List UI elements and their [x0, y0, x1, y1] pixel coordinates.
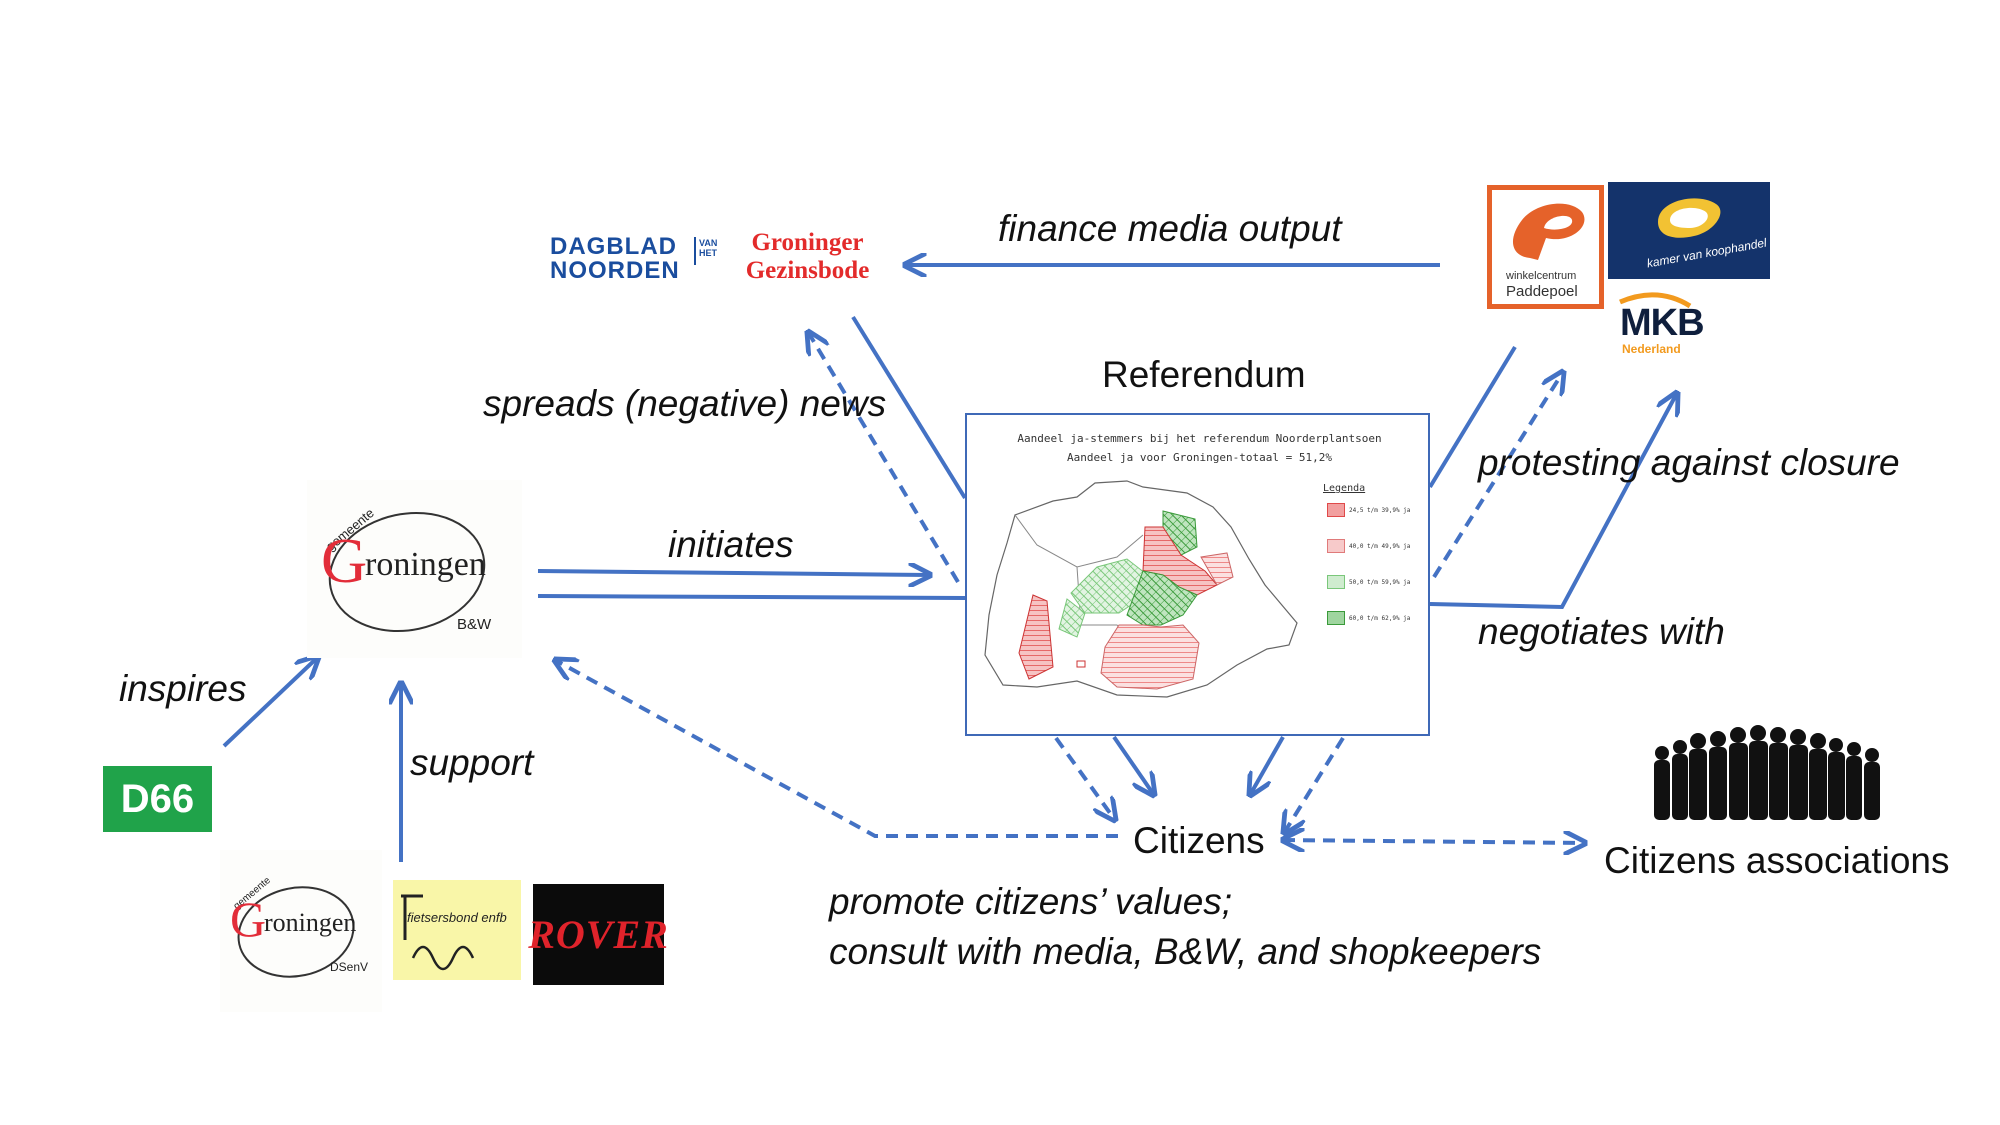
- arrow-referendum-citizens-left: [1112, 735, 1154, 795]
- map-legend-title: Legenda: [1323, 483, 1366, 494]
- fietsersbond-logo: fietsersbond enfb: [393, 880, 521, 980]
- fietsersbond-text: fietsersbond enfb: [407, 910, 507, 925]
- paddepoel-p-icon: [1512, 203, 1585, 260]
- map-legend-swatch: [1327, 611, 1345, 625]
- label-inspires: inspires: [119, 668, 247, 709]
- rover-logo: ROVER: [528, 884, 668, 985]
- mkb-sub-text: Nederland: [1622, 342, 1681, 356]
- map-legend-label: 40,0 t/m 49,9% ja: [1349, 542, 1411, 550]
- person-7: [1769, 727, 1788, 820]
- map-legend-label: 50,0 t/m 59,9% ja: [1349, 578, 1411, 586]
- groningen-dsenv-swoosh: [237, 886, 355, 978]
- person-1: [1654, 746, 1670, 820]
- arrow-citizens-groningen: [555, 660, 1118, 838]
- people-silhouette-icon: [1654, 725, 1880, 820]
- referendum-district-map: [984, 480, 1298, 698]
- label-finance-media-output: finance media output: [998, 208, 1342, 249]
- gezinsbode-line1: Groninger: [751, 229, 864, 256]
- person-4: [1709, 731, 1727, 820]
- dagblad-van-het-noorden-logo: DAGBLAD NOORDEN VAN HET: [550, 235, 725, 285]
- dagblad-line1: DAGBLAD: [550, 233, 677, 260]
- map-legend-item: 40,0 t/m 49,9% ja: [1327, 539, 1427, 553]
- label-citizens-associations: Citizens associations: [1604, 840, 1950, 881]
- kvk-emblem-icon: [1658, 198, 1721, 238]
- label-referendum: Referendum: [1102, 354, 1306, 395]
- mkb-arc-icon: [1619, 292, 1692, 309]
- label-protesting: protesting against closure: [1478, 442, 1900, 483]
- label-citizens: Citizens: [1133, 820, 1265, 861]
- arrow-inspires: [222, 657, 318, 748]
- arrow-initiates: [537, 571, 930, 575]
- referendum-map: Aandeel ja-stemmers bij het referendum N…: [965, 413, 1430, 736]
- arrow-protesting: [1432, 372, 1563, 579]
- arrow-spreads-news: [808, 332, 960, 584]
- dagblad-het: HET: [699, 248, 717, 258]
- label-promote-line1: promote citizens’ values;: [829, 881, 1233, 922]
- paddepoel-line1: winkelcentrum: [1506, 270, 1577, 282]
- label-support: support: [410, 742, 534, 783]
- line-referendum-paddepoel: [1428, 345, 1517, 489]
- map-legend-swatch: [1327, 503, 1345, 517]
- line-media-referendum: [851, 315, 967, 500]
- map-legend-swatch: [1327, 575, 1345, 589]
- arrow-negotiates: [1429, 393, 1677, 610]
- gezinsbode-line2: Gezinsbode: [745, 257, 870, 284]
- person-3: [1689, 733, 1707, 820]
- map-title-line1: Aandeel ja-stemmers bij het referendum N…: [1017, 432, 1382, 445]
- arrow-referendum-citizens-dashed: [1054, 736, 1115, 820]
- person-10: [1828, 738, 1845, 820]
- groningen-swoosh: [328, 511, 486, 633]
- d66-logo: D66: [103, 766, 212, 832]
- person-8: [1789, 729, 1808, 820]
- groninger-gezinsbode-logo: Groninger Gezinsbode: [730, 229, 885, 285]
- dagblad-divider: [694, 237, 696, 265]
- map-title-line2: Aandeel ja voor Groningen-totaal = 51,2%: [1067, 451, 1332, 464]
- label-spreads-news: spreads (negative) news: [483, 383, 887, 424]
- gemeente-groningen-dsenv-logo: gemeente G roningen DSenV: [220, 850, 382, 1012]
- bw-text: B&W: [457, 616, 492, 633]
- map-legend: 24,5 t/m 39,9% ja 40,0 t/m 49,9% ja 50,0 t…: [1327, 503, 1427, 647]
- map-legend-item: 24,5 t/m 39,9% ja: [1327, 503, 1427, 517]
- map-legend-label: 24,5 t/m 39,9% ja: [1349, 506, 1411, 514]
- groningen-word-2: roningen: [264, 908, 357, 937]
- fietsersbond-graphic: [401, 894, 475, 971]
- person-9: [1809, 733, 1827, 820]
- dagblad-van: VAN: [699, 238, 718, 248]
- winkelcentrum-paddepoel-logo: winkelcentrum Paddepoel: [1487, 185, 1604, 309]
- person-5: [1729, 727, 1748, 820]
- map-legend-swatch: [1327, 539, 1345, 553]
- label-initiates: initiates: [668, 524, 794, 565]
- map-legend-label: 60,0 t/m 62,9% ja: [1349, 614, 1411, 622]
- kamer-van-koophandel-logo: kamer van koophandel: [1608, 182, 1770, 279]
- map-legend-item: 50,0 t/m 59,9% ja: [1327, 575, 1427, 589]
- paddepoel-line2: Paddepoel: [1506, 283, 1578, 300]
- person-2: [1672, 740, 1688, 820]
- dsenv-text: DSenV: [330, 960, 369, 974]
- person-11: [1846, 742, 1862, 820]
- mkb-text: MKB: [1620, 302, 1705, 344]
- groningen-g-letter-2: G: [230, 891, 267, 947]
- label-promote-line2: consult with media, B&W, and shopkeepers: [829, 931, 1542, 972]
- label-negotiates: negotiates with: [1478, 611, 1725, 652]
- line-groningen-referendum: [537, 594, 966, 600]
- map-legend-item: 60,0 t/m 62,9% ja: [1327, 611, 1427, 625]
- gemeente-groningen-bw-logo: gemeente G roningen B&W: [307, 480, 522, 658]
- person-12: [1864, 748, 1880, 820]
- arrow-citizens-referendum-dashed: [1284, 736, 1345, 833]
- groningen-g-letter: G: [321, 525, 368, 596]
- arrow-referendum-citizens-right: [1250, 736, 1285, 795]
- mkb-nederland-logo: MKB Nederland: [1618, 292, 1738, 362]
- arrow-citizens-associations: [1283, 840, 1585, 843]
- dagblad-line2: NOORDEN: [550, 257, 680, 284]
- groningen-word: roningen: [365, 546, 486, 583]
- person-6: [1749, 725, 1768, 820]
